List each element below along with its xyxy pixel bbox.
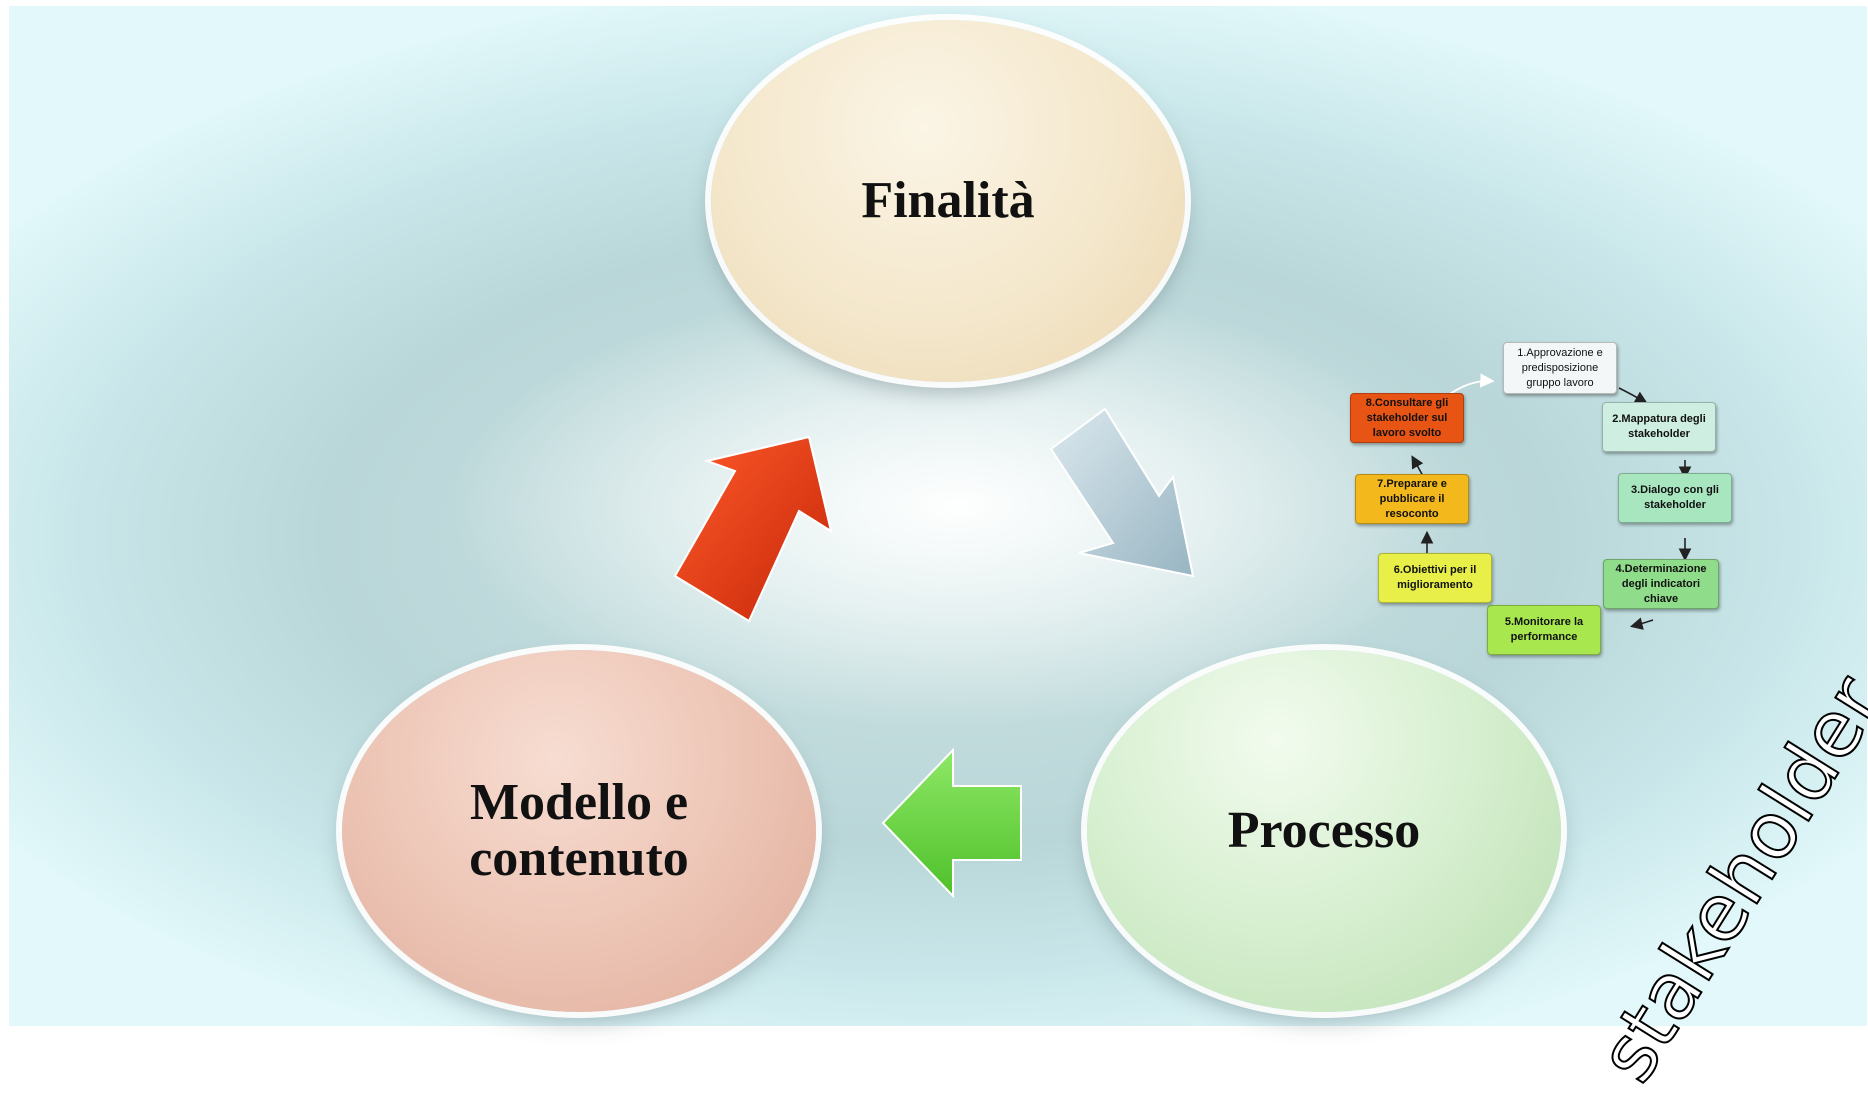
cycle-step-3: 3.Dialogo con gli stakeholder [1618,473,1732,523]
arrow-modello-to-finalita [673,435,833,623]
node-processo-label: Processo [1227,802,1421,859]
cycle-step-4: 4.Determinazione degli indicatori chiave [1603,559,1719,609]
node-finalita-label: Finalità [861,172,1035,229]
cycle-step-8: 8.Consultare gli stakeholder sul lavoro … [1350,393,1464,443]
cycle-step-1: 1.Approvazione e predisposizione gruppo … [1503,342,1617,394]
cycle-step-7: 7.Preparare e pubblicare il resoconto [1355,474,1469,524]
cycle-arrow-7-8 [1411,455,1424,477]
cycle-step-2: 2.Mappatura degli stakeholder [1602,402,1716,452]
node-modello-label: Modello e contenuto [469,774,689,887]
cycle-arrow-1-2 [1618,387,1648,404]
cycle-arrow-4-5 [1629,617,1654,630]
node-modello: Modello e contenuto [342,650,816,1012]
stakeholder-label: stakeholder [1581,660,1868,1097]
cycle-step-6: 6.Obiettivi per il miglioramento [1378,553,1492,603]
node-processo: Processo [1087,650,1561,1012]
slide-background: Finalità Processo Modello e contenuto 1.… [9,6,1868,1097]
node-finalita: Finalità [711,20,1185,382]
arrow-finalita-to-processo [1049,407,1195,578]
cycle-step-5: 5.Monitorare la performance [1487,605,1601,655]
arrow-processo-to-modello [881,748,1022,898]
